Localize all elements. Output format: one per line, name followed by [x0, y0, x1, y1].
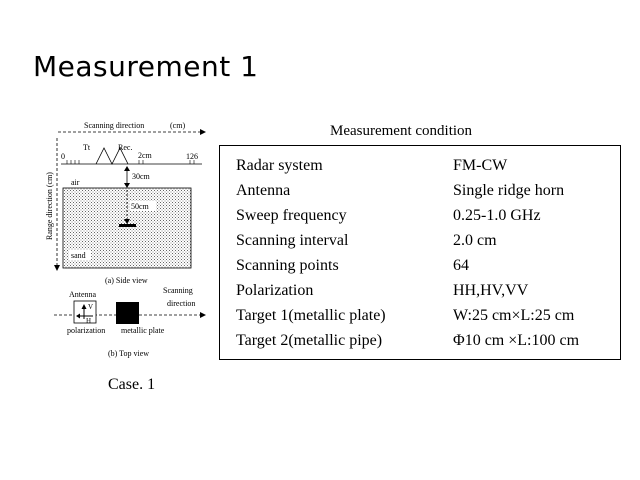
condition-row: Radar system FM-CW — [236, 157, 616, 182]
condition-row: Scanning interval 2.0 cm — [236, 232, 616, 257]
condition-value: 2.0 cm — [453, 232, 497, 249]
condition-table-title: Measurement condition — [330, 123, 473, 139]
scanning-label: Scanning — [163, 286, 193, 295]
condition-row: Target 1(metallic plate) W:25 cm×L:25 cm — [236, 307, 616, 332]
scan-ticks — [66, 160, 195, 164]
slide-title: Measurement 1 — [33, 50, 259, 83]
condition-label: Target 2(metallic pipe) — [236, 332, 383, 349]
case-label: Case. 1 — [108, 376, 156, 393]
rx-label: Rec. — [118, 143, 132, 152]
buried-target — [119, 224, 136, 227]
range-direction-label: Range direction (cm) — [45, 172, 54, 240]
condition-row: Target 2(metallic pipe) Φ10 cm ×L:100 cm — [236, 332, 616, 357]
scanning-direction-label: Scanning direction — [84, 121, 144, 130]
step-label: 2cm — [138, 151, 153, 160]
unit-label: (cm) — [170, 121, 185, 130]
air-gap-arrow-bottom — [124, 183, 130, 188]
plate-label: metallic plate — [121, 326, 165, 335]
condition-row: Sweep frequency 0.25-1.0 GHz — [236, 207, 616, 232]
scan-start-tick: 0 — [61, 152, 65, 161]
condition-label: Scanning interval — [236, 232, 349, 249]
condition-label: Antenna — [236, 182, 291, 199]
polarization-h-head — [76, 313, 80, 319]
antenna-icon — [95, 147, 129, 165]
condition-row: Scanning points 64 — [236, 257, 616, 282]
metallic-plate — [116, 302, 139, 324]
top-scan-arrowhead — [200, 312, 206, 318]
condition-row: Polarization HH,HV,VV — [236, 282, 616, 307]
depth-label: 50cm — [131, 202, 150, 211]
sand-label-bg — [69, 250, 91, 260]
top-view-caption: (b) Top view — [108, 349, 149, 358]
condition-row: Antenna Single ridge horn — [236, 182, 616, 207]
polarization-label: polarization — [67, 326, 105, 335]
direction-label: direction — [167, 299, 195, 308]
v-label: V — [88, 303, 93, 311]
range-arrowhead — [54, 265, 60, 271]
condition-value: Single ridge horn — [453, 182, 565, 199]
side-view-caption: (a) Side view — [105, 276, 148, 285]
air-gap-arrow-top — [124, 166, 130, 171]
condition-value: FM-CW — [453, 157, 508, 174]
air-label: air — [71, 178, 80, 187]
h-label: H — [86, 317, 91, 325]
condition-table: Radar system FM-CW Antenna Single ridge … — [219, 145, 621, 360]
depth-label-bg — [130, 201, 156, 211]
condition-label: Radar system — [236, 157, 323, 174]
sand-label: sand — [71, 251, 86, 260]
condition-label: Sweep frequency — [236, 207, 347, 224]
condition-value: 0.25-1.0 GHz — [453, 207, 541, 224]
polarization-v-head — [81, 304, 87, 309]
scanning-arrowhead — [200, 129, 206, 135]
depth-arrow-bottom — [124, 219, 130, 224]
condition-value: 64 — [453, 257, 469, 274]
condition-value: Φ10 cm ×L:100 cm — [453, 332, 580, 349]
condition-label: Scanning points — [236, 257, 339, 274]
scan-end-tick: 126 — [186, 152, 198, 161]
condition-label: Target 1(metallic plate) — [236, 307, 386, 324]
condition-value: W:25 cm×L:25 cm — [453, 307, 575, 324]
antenna-label: Antenna — [69, 290, 97, 299]
air-gap-label: 30cm — [132, 172, 151, 181]
condition-value: HH,HV,VV — [453, 282, 529, 299]
tx-label: Tt — [83, 143, 91, 152]
condition-label: Polarization — [236, 282, 314, 299]
measurement-diagram: Scanning direction (cm) Range direction … — [40, 115, 215, 365]
